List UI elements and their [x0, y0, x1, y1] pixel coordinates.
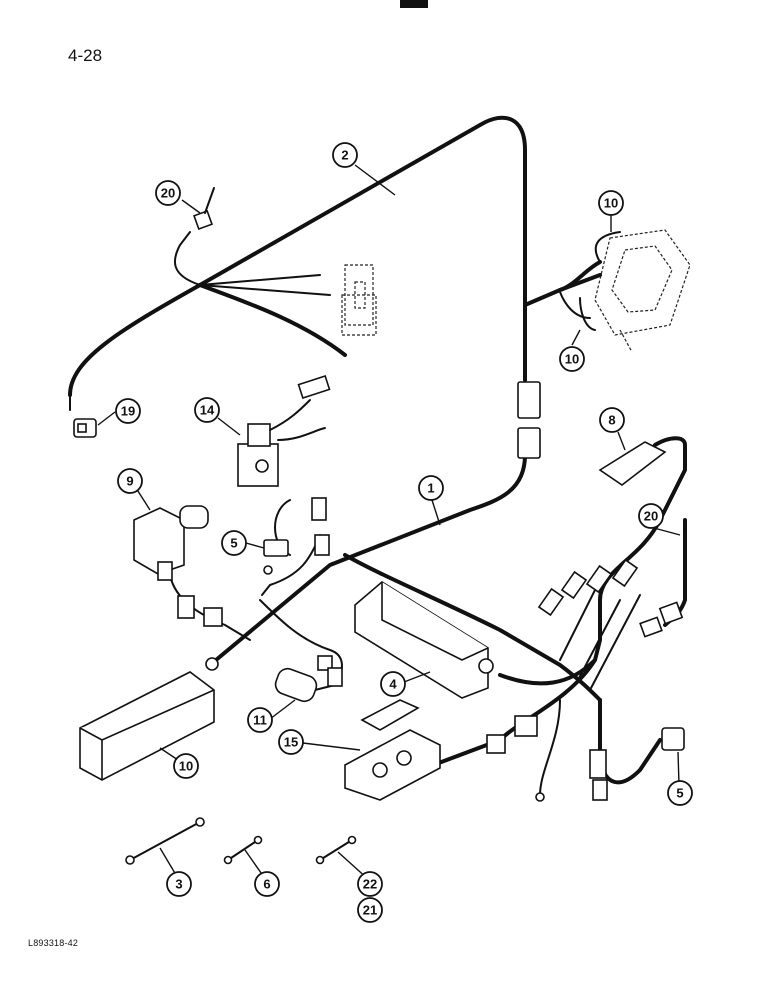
svg-text:19: 19 — [121, 404, 135, 419]
dashed-pedal-assembly — [594, 229, 691, 353]
part-3-ground-strap — [125, 817, 205, 865]
top-cropped-title-fragment — [400, 0, 428, 8]
svg-text:11: 11 — [253, 713, 267, 728]
svg-text:21: 21 — [363, 903, 377, 918]
part-8-control-module — [133, 505, 223, 627]
callout-21: 21 — [357, 897, 383, 923]
callout-7: 8 — [599, 407, 625, 433]
svg-text:10: 10 — [565, 352, 579, 367]
part-5-sensor-lower — [535, 727, 685, 802]
svg-text:20: 20 — [644, 509, 658, 524]
svg-text:2: 2 — [341, 148, 348, 163]
svg-text:5: 5 — [230, 536, 237, 551]
callout-15: 15 — [278, 729, 304, 755]
callout-5-upper: 5 — [221, 530, 247, 556]
part-6-ground-strap — [223, 835, 263, 865]
callout-10-upper: 10 — [598, 190, 624, 216]
callout-8: 9 — [117, 468, 143, 494]
part-5-sensor-upper — [263, 497, 330, 575]
callout-20: 20 — [155, 180, 181, 206]
callout-4: 4 — [380, 671, 406, 697]
part-connector-bank — [537, 558, 684, 638]
part-4-resistor-box — [354, 581, 494, 699]
svg-text:6: 6 — [263, 877, 270, 892]
callout-9: 10 — [173, 753, 199, 779]
svg-text:5: 5 — [676, 786, 683, 801]
figure-code: L893318-42 — [28, 938, 79, 948]
callout-10-lower: 10 — [559, 346, 585, 372]
svg-text:8: 8 — [608, 413, 615, 428]
part-15-control-valve — [344, 699, 538, 801]
svg-text:10: 10 — [604, 196, 618, 211]
callout-5-lower: 5 — [667, 780, 693, 806]
callout-1: 1 — [418, 475, 444, 501]
callout-2: 2 — [332, 142, 358, 168]
svg-text:22: 22 — [363, 877, 377, 892]
part-connector-harness-2-end — [517, 381, 541, 459]
part-9-resistor-box — [79, 657, 219, 781]
callout-6: 6 — [254, 871, 280, 897]
part-14-valve-block — [237, 375, 331, 487]
svg-text:10: 10 — [179, 759, 193, 774]
dashed-valve-outline — [341, 264, 377, 336]
callout-19: 20 — [638, 503, 664, 529]
callout-11: 11 — [247, 707, 273, 733]
page-number: 4-28 — [68, 46, 103, 65]
callout-18: 19 — [115, 398, 141, 424]
callout-14: 14 — [194, 397, 220, 423]
svg-text:1: 1 — [427, 481, 434, 496]
part-20-switch — [193, 187, 215, 230]
part-11-solenoid — [274, 655, 343, 703]
svg-text:3: 3 — [175, 877, 182, 892]
callout-22: 22 — [357, 871, 383, 897]
part-22-21-ground-strap — [315, 835, 357, 865]
harness-2 — [68, 115, 621, 411]
svg-text:20: 20 — [161, 186, 175, 201]
svg-text:9: 9 — [126, 474, 133, 489]
svg-text:14: 14 — [200, 403, 215, 418]
part-7-pedal — [598, 441, 667, 486]
svg-text:4: 4 — [389, 677, 397, 692]
svg-text:15: 15 — [284, 735, 298, 750]
part-18-connector — [73, 418, 97, 438]
callout-3: 3 — [166, 871, 192, 897]
